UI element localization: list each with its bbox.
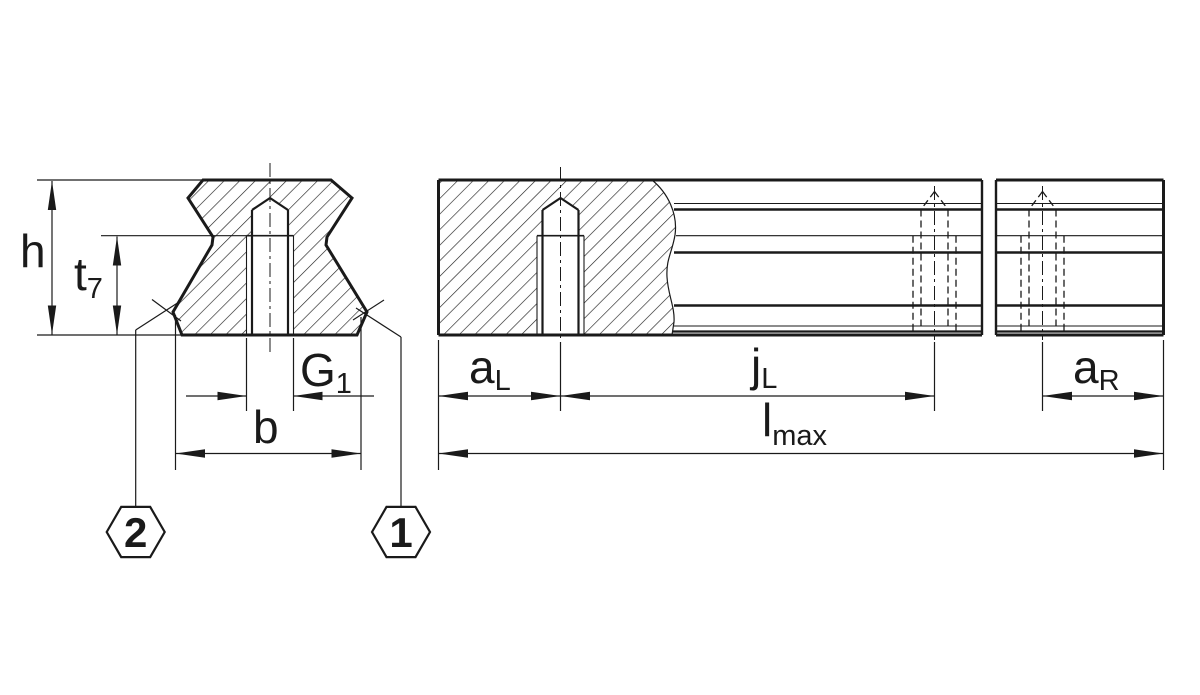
side-view-mounting-hole xyxy=(536,197,585,334)
dimension-b: b xyxy=(174,315,362,470)
callout-2-number: 2 xyxy=(124,509,147,556)
callout-2-cross-mark xyxy=(151,299,182,322)
label-lmax: lmax xyxy=(762,394,828,452)
callout-2-hexagon xyxy=(105,505,166,559)
dimension-aL: aL xyxy=(437,340,562,470)
dimension-jL: jL xyxy=(560,339,936,411)
break-line-wavy xyxy=(651,179,677,336)
dimension-t7: t7 xyxy=(74,235,248,335)
label-b: b xyxy=(253,401,279,453)
dimension-h: h xyxy=(20,179,203,336)
callout-2: 2 xyxy=(105,299,182,559)
label-h: h xyxy=(20,225,46,277)
dimension-G1: G1 xyxy=(186,338,374,411)
label-aR: aR xyxy=(1073,341,1120,397)
label-t7: t7 xyxy=(74,248,103,305)
side-view xyxy=(437,167,1165,340)
hidden-hole-1 xyxy=(912,186,957,340)
rail-segment-right xyxy=(994,178,1165,337)
label-aL: aL xyxy=(469,341,511,397)
rail-profile-outline xyxy=(171,178,369,337)
callout-1-number: 1 xyxy=(389,509,412,556)
label-jL: jL xyxy=(749,339,777,395)
callout-1: 1 xyxy=(352,299,432,559)
callout-1-cross-mark xyxy=(352,299,385,321)
cross-section-mounting-hole xyxy=(245,197,295,334)
cross-section-view xyxy=(171,163,369,353)
rail-segment-left xyxy=(437,178,984,337)
dimension-aR: aR xyxy=(1041,340,1165,470)
callout-1-hexagon xyxy=(370,505,432,559)
hidden-hole-2 xyxy=(1020,186,1065,340)
dimension-lmax: lmax xyxy=(438,394,1164,458)
label-G1: G1 xyxy=(300,344,352,400)
